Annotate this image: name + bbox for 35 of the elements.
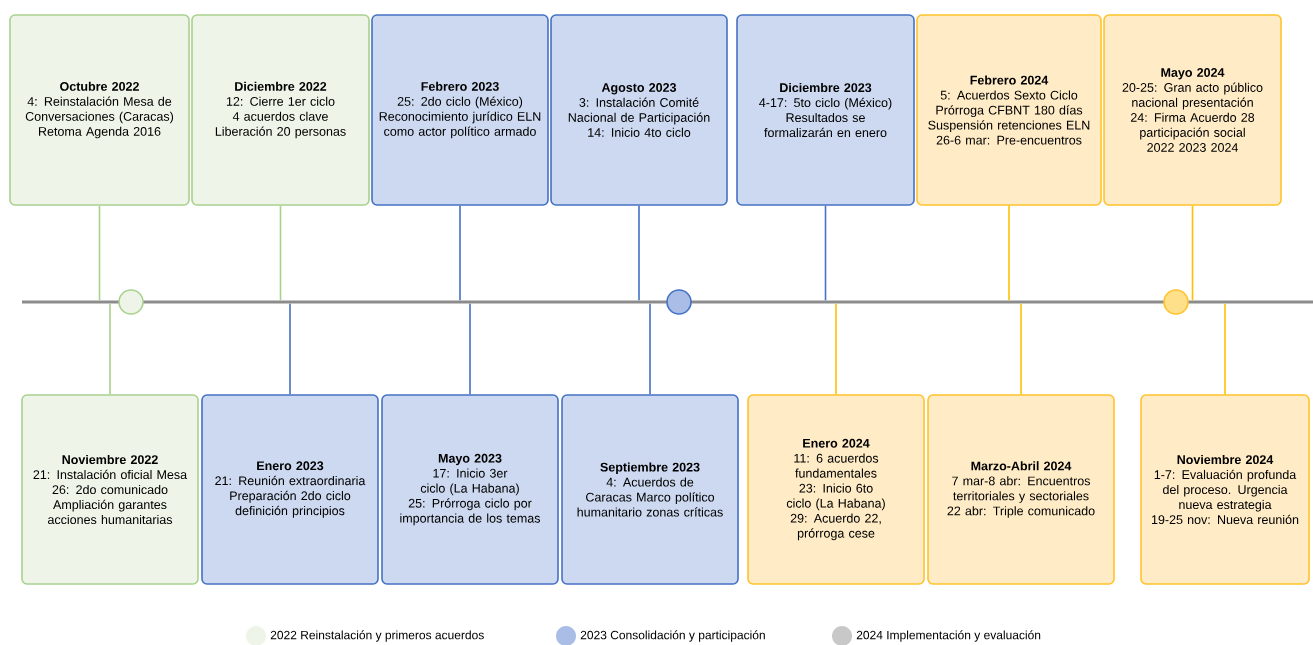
event-box: Marzo-Abril 2024 7 mar-8 abr: Encuentros territoriales y sectoriales 22 abr: Triple comunicado [927, 394, 1115, 585]
event-box: Agosto 2023 3: Instalación Comité Nacional de Participación 14: Inicio 4to ciclo [550, 14, 728, 206]
legend-label: 2022 Reinstalación y primeros acuerdos [270, 630, 484, 642]
event-box: Septiembre 2023 4: Acuerdos de Caracas Marco político humanitario zonas críticas [561, 394, 739, 585]
legend-label: 2024 Implementación y evaluación [856, 630, 1041, 642]
event-box: Mayo 2023 17: Inicio 3er ciclo (La Habana) 25: Prórroga ciclo por importancia de los temas [381, 394, 559, 585]
event-box: Mayo 2024 20-25: Gran acto público nacional presentación 24: Firma Acuerdo 28 participación social 2022 2023 2024 [1103, 14, 1282, 206]
event-box: Enero 2024 11: 6 acuerdos fundamentales 23: Inicio 6to ciclo (La Habana) 29: Acuerdo 22, prórroga cese [747, 394, 925, 585]
event-box: Noviembre 2024 1-7: Evaluación profunda del proceso. Urgencia nueva estrategia 19-25 nov: Nueva reunión [1140, 394, 1310, 585]
connector-line [1224, 302, 1226, 395]
event-box: Febrero 2024 5: Acuerdos Sexto Ciclo Prórroga CFBNT 180 días Suspensión retenciones ELN 26-6 mar: Pre-encuentros [916, 14, 1102, 206]
legend-label: 2023 Consolidación y participación [580, 630, 765, 642]
connector-line [1191, 205, 1194, 302]
connector-line [279, 205, 282, 302]
event-box: Octubre 2022 4: Reinstalación Mesa de Conversaciones (Caracas) Retoma Agenda 2016 [9, 14, 190, 206]
connector-line [98, 205, 101, 302]
connector-line [459, 205, 461, 302]
connector-line [109, 302, 111, 395]
event-box: Diciembre 2022 12: Cierre 1er ciclo 4 acuerdos clave Liberación 20 personas [191, 14, 370, 206]
connector-line [638, 205, 640, 302]
connector-line [469, 302, 471, 395]
connector-line [824, 205, 827, 302]
connector-line [1020, 302, 1022, 395]
timeline-marker [118, 289, 144, 315]
connector-line [649, 302, 651, 395]
connector-line [835, 302, 837, 395]
connector-line [289, 302, 291, 395]
timeline-marker [1163, 289, 1189, 315]
event-box: Noviembre 2022 21: Instalación oficial Mesa 26: 2do comunicado Ampliación garantes acciones humanitarias [21, 394, 199, 585]
timeline-marker [666, 289, 692, 315]
event-box: Diciembre 2023 4-17: 5to ciclo (México) Resultados se formalizarán en enero [736, 14, 915, 206]
event-box: Enero 2023 21: Reunión extraordinaria Preparación 2do ciclo definición principios [201, 394, 379, 585]
event-box: Febrero 2023 25: 2do ciclo (México) Reconocimiento jurídico ELN como actor político armado [371, 14, 549, 206]
timeline-axis [22, 300, 1313, 304]
connector-line [1008, 205, 1010, 302]
